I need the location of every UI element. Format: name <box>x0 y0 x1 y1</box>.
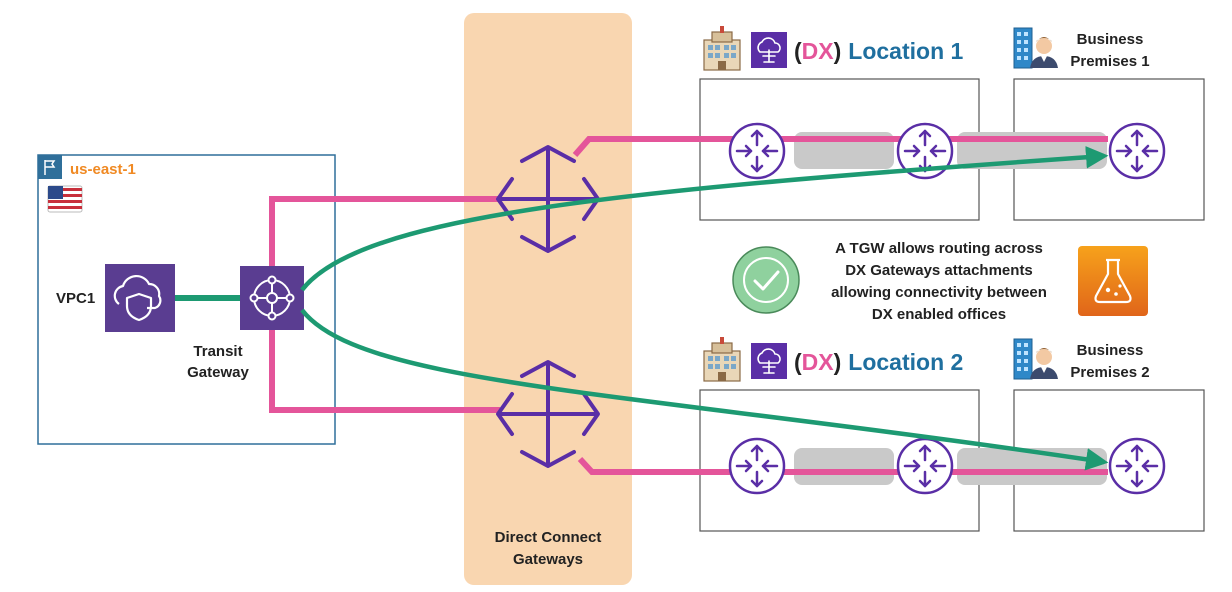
region-frame <box>37 154 336 445</box>
office-person-icon <box>1013 338 1059 380</box>
vpc-shield-cloud-icon <box>105 264 175 332</box>
business-premises-2-line2: Premises 2 <box>1070 364 1149 381</box>
customer-router-icon <box>896 437 954 495</box>
business-premises-2-line1: Business <box>1077 342 1144 359</box>
datacenter-building-icon <box>703 25 741 71</box>
note-line-2: DX Gateways attachments <box>845 262 1033 279</box>
tgw-route-to-premises-1 <box>300 146 1109 292</box>
aws-router-icon <box>728 122 786 180</box>
us-flag-icon <box>47 185 83 213</box>
tgw-to-dxgw2-link <box>269 330 500 413</box>
region-label: us-east-1 <box>70 161 136 178</box>
premises-router-icon <box>1108 122 1166 180</box>
tgw-to-dxgw1-link <box>269 196 500 266</box>
location-2-heading: (DX)Location 2 <box>794 349 963 375</box>
check-circle-icon <box>732 246 800 314</box>
tgw-label-line1: Transit <box>193 343 242 360</box>
aws-router-icon <box>728 437 786 495</box>
tgw-label-line2: Gateway <box>187 364 249 381</box>
region-flag-icon <box>38 155 62 179</box>
transit-gateway-icon <box>240 266 304 330</box>
business-premises-1-line1: Business <box>1077 31 1144 48</box>
office-person-icon <box>1013 27 1059 69</box>
lab-flask-icon <box>1078 246 1148 316</box>
dx-location-2-cross-connect <box>794 448 894 485</box>
direct-connect-icon <box>750 342 788 380</box>
business-premises-1-line2: Premises 1 <box>1070 53 1149 70</box>
dx-gateways-label-line2: Gateways <box>513 551 583 568</box>
tgw-route-to-premises-2 <box>300 308 1109 471</box>
premises-router-icon <box>1108 437 1166 495</box>
note-line-1: A TGW allows routing across <box>835 240 1043 257</box>
vpc-label: VPC1 <box>56 290 95 307</box>
datacenter-building-icon <box>703 336 741 382</box>
direct-connect-icon <box>750 31 788 69</box>
note-line-4: DX enabled offices <box>872 306 1006 323</box>
note-line-3: allowing connectivity between <box>831 284 1047 301</box>
location-1-heading: (DX)Location 1 <box>794 38 964 64</box>
direct-connect-gateways-band <box>464 13 632 585</box>
dx-gateways-label-line1: Direct Connect <box>495 529 602 546</box>
